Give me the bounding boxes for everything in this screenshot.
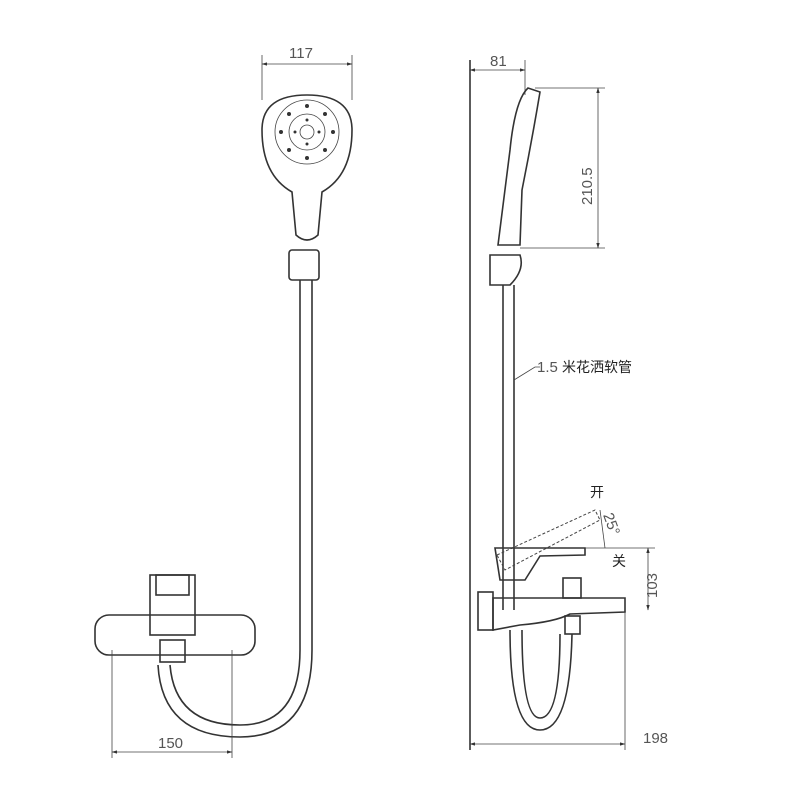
spout-body <box>492 597 626 631</box>
mixer-body <box>94 614 256 656</box>
lever-open <box>496 509 601 571</box>
dim-showerhead-width: 117 <box>289 45 313 62</box>
dim-side-depth: 81 <box>490 53 507 70</box>
hose-length: 1.5 <box>537 359 558 376</box>
front-view: 117 150 <box>94 45 353 758</box>
slide-holder <box>489 254 523 286</box>
dim-lever-height: 103 <box>644 573 661 598</box>
shower-hose <box>169 280 301 726</box>
angle-label: 25° <box>599 511 623 538</box>
hand-shower-holder <box>288 249 320 281</box>
showerhead-side <box>497 87 541 246</box>
wall-flange <box>477 591 494 631</box>
side-view: 81 210.5 1.5 米花洒软管 开 关 25° 103 198 <box>469 53 668 750</box>
dim-mixer-centers: 150 <box>158 735 183 752</box>
lever-closed <box>494 547 586 581</box>
dim-showerhead-height: 210.5 <box>579 167 596 205</box>
dim-spout-projection: 198 <box>643 730 668 747</box>
label-open: 开 <box>590 485 604 501</box>
hose-label: 米花洒软管 <box>562 360 632 376</box>
label-close: 关 <box>612 554 626 570</box>
showerhead-front <box>261 94 353 241</box>
spray-nozzles <box>279 104 335 160</box>
